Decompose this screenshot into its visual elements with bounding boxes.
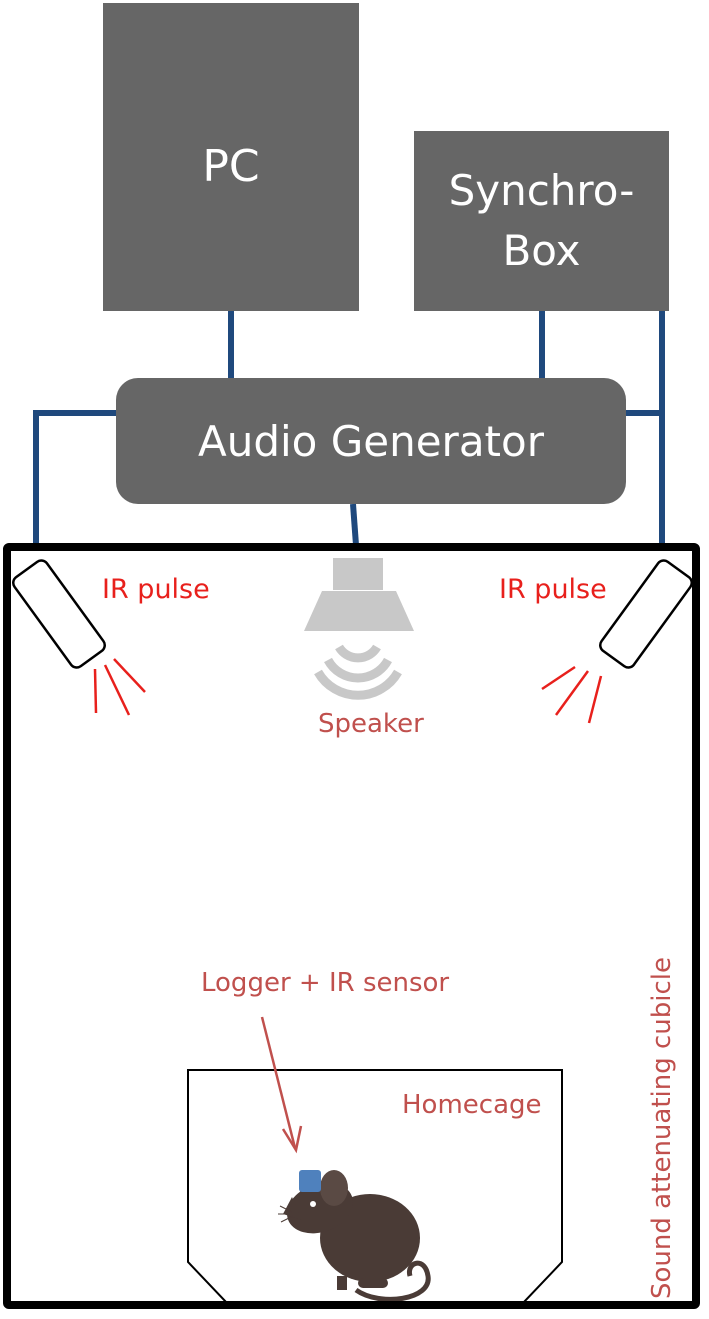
speaker-icon	[304, 558, 414, 700]
speaker-label: Speaker	[318, 709, 424, 739]
ir-emitter-icon	[541, 559, 693, 724]
pc-box: PC	[103, 3, 359, 311]
connection-wires	[33, 311, 665, 546]
logger-arrow	[260, 1016, 303, 1154]
wire-audio-speaker	[350, 503, 359, 546]
sound-attenuating-cubicle	[3, 543, 700, 1309]
ir-pulse-left-label: IR pulse	[102, 574, 210, 605]
logger-icon	[299, 1170, 321, 1192]
cubicle-label: Sound attenuating cubicle	[647, 956, 677, 1300]
mouse-icon	[278, 1170, 431, 1302]
logger-label: Logger + IR sensor	[201, 968, 450, 998]
homecage-label: Homecage	[402, 1090, 542, 1120]
audio-generator-box: Audio Generator	[116, 378, 626, 504]
ir-pulse-right-label: IR pulse	[499, 574, 607, 605]
synchrobox-label: Synchro- Box	[448, 166, 635, 275]
synchrobox-box: Synchro- Box	[414, 131, 669, 311]
pc-label: PC	[202, 141, 260, 192]
wire-audio-left-emitter	[33, 410, 116, 545]
audio-generator-label: Audio Generator	[197, 416, 544, 466]
ir-emitter-icon	[12, 559, 146, 716]
